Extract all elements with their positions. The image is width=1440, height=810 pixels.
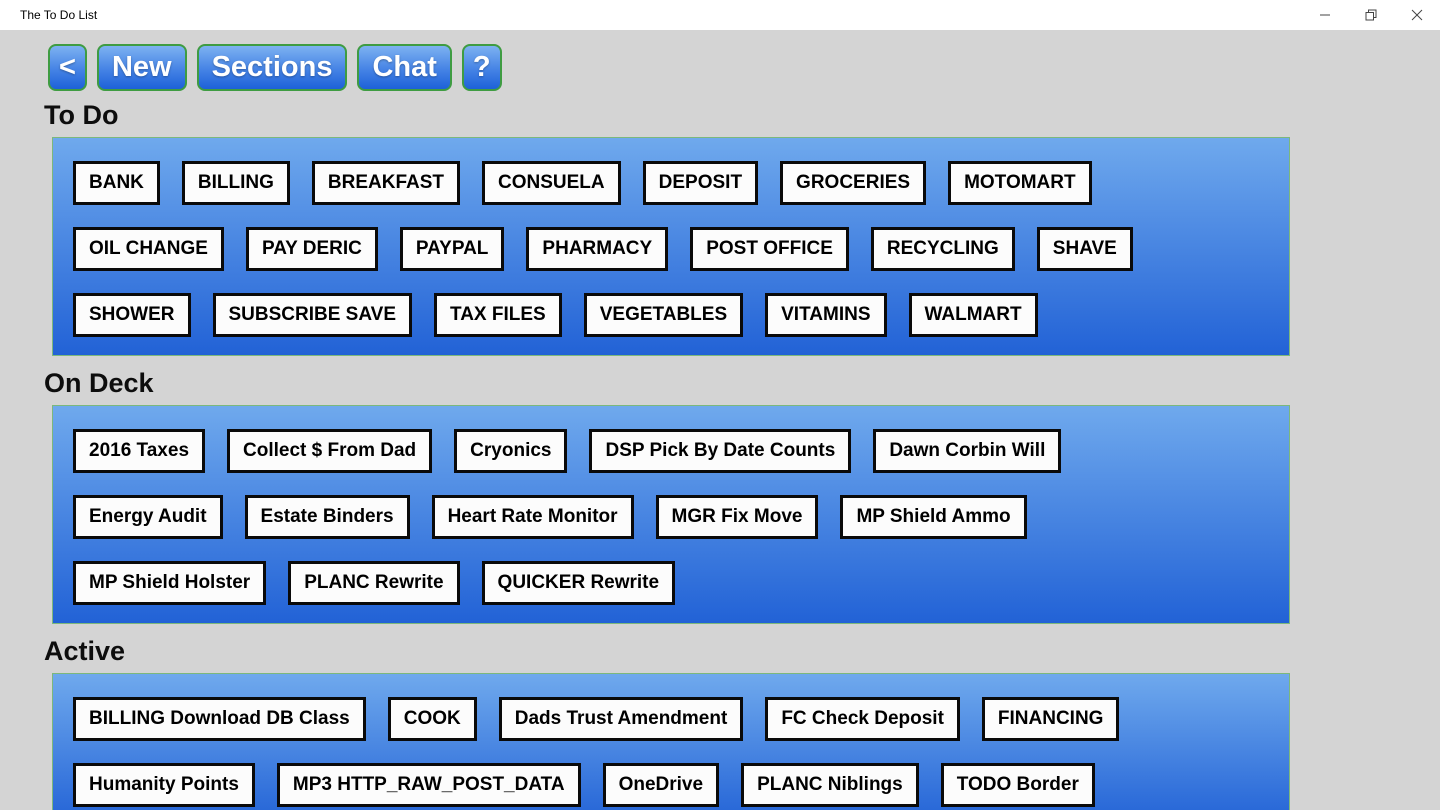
close-icon (1411, 9, 1423, 21)
task-button-paypal[interactable]: PAYPAL (399, 227, 505, 271)
task-button-dsp-pick-by-date-counts[interactable]: DSP Pick By Date Counts (589, 429, 852, 473)
task-button-mp-shield-ammo[interactable]: MP Shield Ammo (840, 495, 1027, 539)
task-button-quicker-rewrite[interactable]: QUICKER Rewrite (481, 561, 676, 605)
section-heading-on-deck: On Deck (44, 368, 154, 398)
section-heading-active: Active (44, 636, 126, 666)
task-row: BILLING Download DB Class COOK Dads Trust … (73, 697, 1271, 741)
back-button[interactable]: < (48, 44, 87, 91)
task-button-cryonics[interactable]: Cryonics (454, 429, 568, 473)
task-button-fc-check-deposit[interactable]: FC Check Deposit (765, 697, 960, 741)
task-row: 2016 Taxes Collect $ From Dad Cryonics DSP … (73, 429, 1271, 473)
sections-button[interactable]: Sections (196, 44, 348, 91)
task-button-onedrive[interactable]: OneDrive (602, 763, 720, 807)
task-button-shave[interactable]: SHAVE (1036, 227, 1133, 271)
task-button-dawn-corbin-will[interactable]: Dawn Corbin Will (873, 429, 1062, 473)
task-button-energy-audit[interactable]: Energy Audit (73, 495, 223, 539)
task-row: Energy Audit Estate Binders Heart Rate Mon… (73, 495, 1271, 539)
toolbar: < New Sections Chat ? (48, 44, 1440, 91)
window-controls (1302, 0, 1440, 30)
task-button-post-office[interactable]: POST OFFICE (690, 227, 849, 271)
section-panel-to-do: BANK BILLING BREAKFAST CONSUELA DEPOSIT GROCE… (52, 137, 1290, 356)
task-row: Humanity Points MP3 HTTP_RAW_POST_DATA One… (73, 763, 1271, 807)
task-button-2016-taxes[interactable]: 2016 Taxes (73, 429, 206, 473)
task-button-mp-shield-holster[interactable]: MP Shield Holster (73, 561, 267, 605)
task-button-mp3-http-raw-post-data[interactable]: MP3 HTTP_RAW_POST_DATA (276, 763, 581, 807)
task-button-planc-rewrite[interactable]: PLANC Rewrite (288, 561, 460, 605)
section-panel-on-deck: 2016 Taxes Collect $ From Dad Cryonics DSP … (52, 405, 1290, 624)
task-button-breakfast[interactable]: BREAKFAST (311, 161, 461, 205)
task-button-billing[interactable]: BILLING (181, 161, 290, 205)
task-row: BANK BILLING BREAKFAST CONSUELA DEPOSIT GROCE… (73, 161, 1271, 205)
task-row: MP Shield Holster PLANC Rewrite QUICKER Re… (73, 561, 1271, 605)
new-button[interactable]: New (96, 44, 187, 91)
task-button-planc-niblings[interactable]: PLANC Niblings (741, 763, 919, 807)
task-button-pay-deric[interactable]: PAY DERIC (245, 227, 378, 271)
task-button-subscribe-save[interactable]: SUBSCRIBE SAVE (212, 293, 413, 337)
task-button-heart-rate-monitor[interactable]: Heart Rate Monitor (431, 495, 634, 539)
task-button-humanity-points[interactable]: Humanity Points (73, 763, 255, 807)
help-button[interactable]: ? (461, 44, 502, 91)
restore-button[interactable] (1348, 0, 1394, 30)
section-panel-active: BILLING Download DB Class COOK Dads Trust … (52, 673, 1290, 810)
task-button-financing[interactable]: FINANCING (981, 697, 1120, 741)
task-row: SHOWER SUBSCRIBE SAVE TAX FILES VEGETABLES V… (73, 293, 1271, 337)
task-button-estate-binders[interactable]: Estate Binders (244, 495, 410, 539)
task-button-deposit[interactable]: DEPOSIT (642, 161, 759, 205)
task-button-cook[interactable]: COOK (387, 697, 477, 741)
minimize-button[interactable] (1302, 0, 1348, 30)
task-button-collect-from-dad[interactable]: Collect $ From Dad (227, 429, 433, 473)
task-button-mgr-fix-move[interactable]: MGR Fix Move (655, 495, 819, 539)
task-button-vitamins[interactable]: VITAMINS (765, 293, 887, 337)
task-button-dads-trust-amendment[interactable]: Dads Trust Amendment (498, 697, 744, 741)
section-heading-to-do: To Do (44, 100, 119, 130)
task-button-consuela[interactable]: CONSUELA (482, 161, 621, 205)
restore-icon (1365, 9, 1377, 21)
task-button-billing-download-db-class[interactable]: BILLING Download DB Class (73, 697, 366, 741)
task-row: OIL CHANGE PAY DERIC PAYPAL PHARMACY POST OF… (73, 227, 1271, 271)
task-button-motomart[interactable]: MOTOMART (948, 161, 1092, 205)
sections-list: To Do BANK BILLING BREAKFAST CONSUELA DEPOSIT… (0, 100, 1440, 810)
minimize-icon (1319, 9, 1331, 21)
task-button-pharmacy[interactable]: PHARMACY (526, 227, 669, 271)
task-button-oil-change[interactable]: OIL CHANGE (73, 227, 224, 271)
task-button-tax-files[interactable]: TAX FILES (434, 293, 562, 337)
task-button-walmart[interactable]: WALMART (908, 293, 1038, 337)
chat-button[interactable]: Chat (357, 44, 452, 91)
task-button-todo-border[interactable]: TODO Border (940, 763, 1095, 807)
task-button-vegetables[interactable]: VEGETABLES (583, 293, 744, 337)
task-button-groceries[interactable]: GROCERIES (780, 161, 927, 205)
close-button[interactable] (1394, 0, 1440, 30)
task-button-bank[interactable]: BANK (73, 161, 160, 205)
task-button-shower[interactable]: SHOWER (73, 293, 191, 337)
window-title: The To Do List (20, 8, 98, 22)
task-button-recycling[interactable]: RECYCLING (870, 227, 1015, 271)
titlebar: The To Do List (0, 0, 1440, 30)
